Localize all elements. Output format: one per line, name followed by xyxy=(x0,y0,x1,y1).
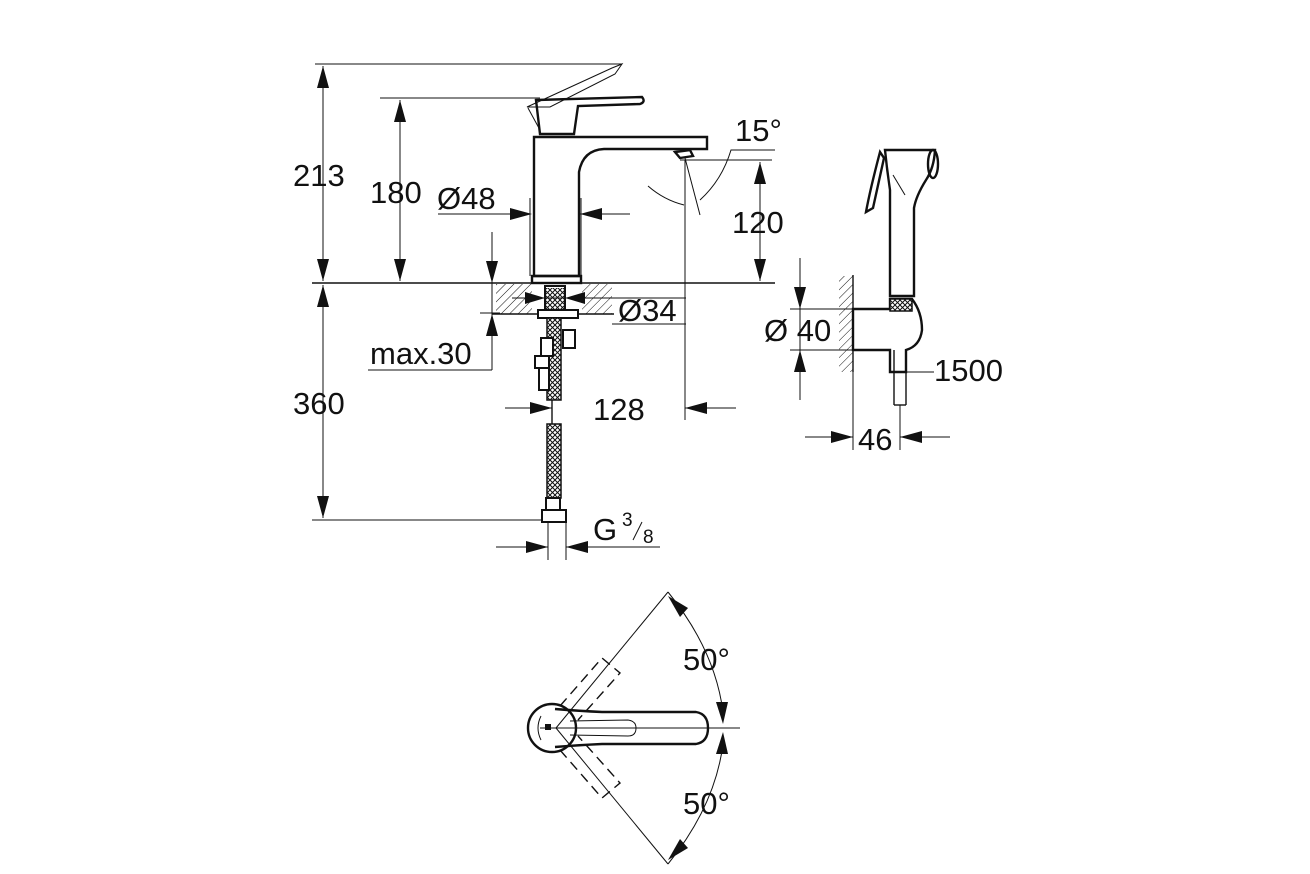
dim-15-label: 15° xyxy=(735,113,782,148)
dim-g38-numerator: 3 xyxy=(622,510,633,531)
dim-d48-label: Ø48 xyxy=(437,181,496,216)
fitting-4 xyxy=(538,367,550,391)
angle-arrow-lower-start xyxy=(716,732,728,754)
dim-120-label: 120 xyxy=(732,205,784,240)
lever-position-lower xyxy=(559,735,622,799)
dim-g38-arrow-right xyxy=(566,541,588,553)
lever-inner-curve xyxy=(537,715,542,741)
fitting-1 xyxy=(540,337,554,357)
angle-arrow-lower-end xyxy=(668,839,688,860)
guide-upper xyxy=(555,591,669,729)
dim-g38-denominator: 8 xyxy=(643,527,654,548)
angle-arrow-upper-end xyxy=(716,702,728,724)
guide-lower xyxy=(555,727,669,865)
dim-46-arrow-left xyxy=(831,431,853,443)
dim-128-arrow-right xyxy=(685,402,707,414)
dim-180-label: 180 xyxy=(370,175,422,210)
dim-d34-arrow-right xyxy=(565,292,585,304)
shower-head-detail xyxy=(892,174,906,196)
angle-arrow-upper-start xyxy=(668,596,688,617)
lever-position-upper xyxy=(559,657,622,721)
top-view: 50° 50° xyxy=(526,591,740,865)
aerator xyxy=(672,148,695,160)
dim-120-arrow-bottom xyxy=(754,259,766,281)
angle-arc-right xyxy=(699,149,775,201)
tilt-line xyxy=(684,157,701,216)
faucet-side-view: 213 180 Ø48 15° 120 Ø34 max.30 xyxy=(293,62,784,560)
dim-d48-arrow-right xyxy=(580,208,602,220)
lever-open-outline xyxy=(526,62,624,108)
lever-top xyxy=(554,707,710,749)
fitting-2 xyxy=(534,355,550,369)
dim-128-arrow-left xyxy=(530,402,552,414)
logo-mark xyxy=(545,724,551,730)
wall-hatch xyxy=(839,276,853,372)
dim-120-arrow-top xyxy=(754,162,766,184)
dim-g38-prefix: G xyxy=(593,512,617,547)
dim-max30-arrow-top xyxy=(486,261,498,283)
dim-128-label: 128 xyxy=(593,392,645,427)
angle-upper-label: 50° xyxy=(683,642,730,677)
dim-d40-arrow-bottom xyxy=(794,350,806,372)
lever-top-recess xyxy=(569,719,637,737)
dim-213-arrow-top xyxy=(317,66,329,88)
holder-grip xyxy=(889,298,913,312)
shower-head xyxy=(883,148,937,298)
shower-trigger xyxy=(864,149,886,215)
dim-46-arrow-right xyxy=(900,431,922,443)
faucet-base xyxy=(530,274,583,285)
shower-nozzle xyxy=(926,148,940,180)
dim-213-arrow-bottom xyxy=(317,259,329,281)
dim-d40-label: Ø 40 xyxy=(764,313,831,348)
dim-360-arrow-bottom xyxy=(317,496,329,518)
dim-46-label: 46 xyxy=(858,422,892,457)
dim-d48-arrow-left xyxy=(510,208,532,220)
dim-180-arrow-top xyxy=(394,100,406,122)
lever-edge xyxy=(527,107,541,131)
hose-end-fitting xyxy=(545,497,561,511)
faucet-body xyxy=(532,135,709,278)
hose-end-nut xyxy=(541,509,567,523)
dim-360-arrow-top xyxy=(317,285,329,307)
angle-arc xyxy=(647,185,685,206)
mount-shank xyxy=(546,288,564,310)
dim-d34-label: Ø34 xyxy=(618,293,677,328)
fitting-3 xyxy=(562,329,576,349)
dim-g38-arrow-left xyxy=(526,541,548,553)
dim-180-arrow-bottom xyxy=(394,259,406,281)
faucet-body-top xyxy=(526,702,578,754)
dim-max30-arrow-bottom xyxy=(486,314,498,336)
dim-1500-label: 1500 xyxy=(934,353,1003,388)
dim-213-label: 213 xyxy=(293,158,345,193)
deck-hatch-right xyxy=(582,284,612,314)
mount-plate xyxy=(537,309,579,319)
dim-g38-fraction-bar xyxy=(632,521,643,541)
dim-360-label: 360 xyxy=(293,386,345,421)
dim-d40-arrow-top xyxy=(794,287,806,309)
dim-max30-label: max.30 xyxy=(370,336,472,371)
hand-shower-view: Ø 40 1500 46 xyxy=(764,148,1003,457)
dim-d34-arrow-left xyxy=(525,292,545,304)
angle-lower-label: 50° xyxy=(683,786,730,821)
supply-hose-lower xyxy=(546,423,562,499)
lever xyxy=(534,95,645,136)
